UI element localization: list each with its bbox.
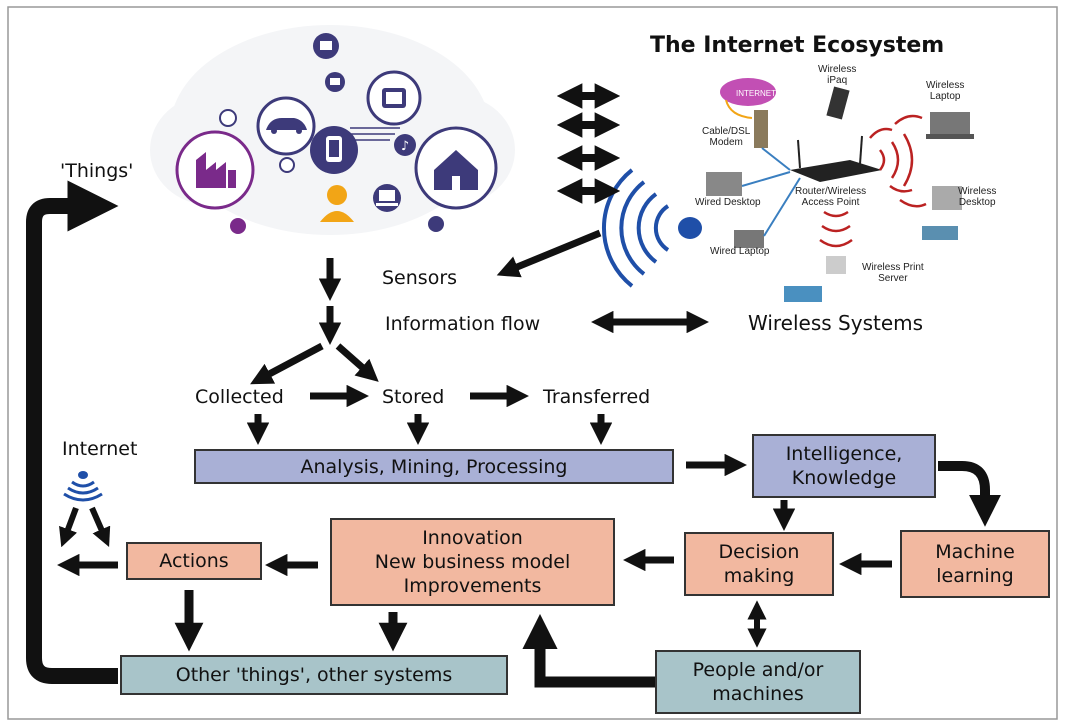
wired-desktop-label: Wired Desktop — [695, 197, 761, 208]
other-things-box: Other 'things', other systems — [120, 655, 508, 695]
printer-icon — [784, 286, 822, 302]
things-label: 'Things' — [60, 160, 134, 182]
internet-cloud-icon — [720, 78, 776, 106]
location-icon — [279, 157, 295, 173]
information-flow-label: Information flow — [385, 313, 541, 335]
arrow-feedback-loop — [26, 180, 119, 684]
wireless-systems-label: Wireless Systems — [748, 311, 924, 335]
music-icon: ♪ — [394, 134, 416, 156]
wireless-laptop-icon — [930, 112, 970, 134]
svg-text:♪: ♪ — [401, 139, 409, 154]
wireless-desktop-icon — [932, 186, 962, 210]
stored-label: Stored — [382, 386, 445, 408]
iot-cloud-illustration: ♪ — [150, 25, 515, 235]
collected-label: Collected — [195, 386, 284, 408]
person-icon — [320, 185, 354, 222]
print-server-icon — [826, 256, 846, 274]
arrow-intelligence-machine — [938, 461, 1002, 527]
smartwatch-icon — [366, 70, 422, 126]
network-illustration — [706, 78, 974, 302]
actions-box: Actions — [126, 542, 262, 580]
outer-border — [7, 6, 1058, 720]
smartphone-icon — [310, 126, 358, 174]
smart-home-icon — [414, 126, 498, 210]
analysis-box: Analysis, Mining, Processing — [194, 449, 674, 484]
intelligence-box: Intelligence,Knowledge — [752, 434, 936, 498]
internet-signal-icon — [63, 471, 103, 502]
ipaq-icon — [826, 86, 850, 120]
transferred-label: Transferred — [543, 386, 651, 408]
internet-cloud-label: INTERNET — [736, 89, 776, 98]
modem-icon — [754, 110, 768, 148]
game-controller-icon — [219, 109, 237, 127]
router-icon — [790, 160, 882, 182]
car-icon — [256, 96, 316, 156]
wireless-signal-icon — [602, 168, 702, 288]
arrow-internet-left — [59, 506, 79, 548]
arrow-signal-to-sensors — [496, 229, 602, 278]
factory-icon — [175, 130, 255, 210]
arrow-internet-right — [89, 506, 111, 548]
sensors-label: Sensors — [382, 267, 458, 289]
arrow-to-collected — [250, 342, 324, 385]
diagram-title: The Internet Ecosystem — [650, 33, 945, 58]
laptop-icon — [373, 184, 401, 212]
wifi-signal-icon — [230, 216, 444, 234]
arrow-to-stored — [335, 343, 379, 382]
wired-laptop-icon — [734, 230, 764, 248]
video-icon — [313, 33, 339, 59]
internet-label: Internet — [62, 438, 138, 460]
wired-laptop-label: Wired Laptop — [710, 246, 770, 257]
arrows — [26, 83, 1002, 688]
wired-desktop-icon — [706, 172, 742, 196]
arrow-people-innovation — [522, 613, 656, 688]
chat-icon — [325, 72, 345, 92]
